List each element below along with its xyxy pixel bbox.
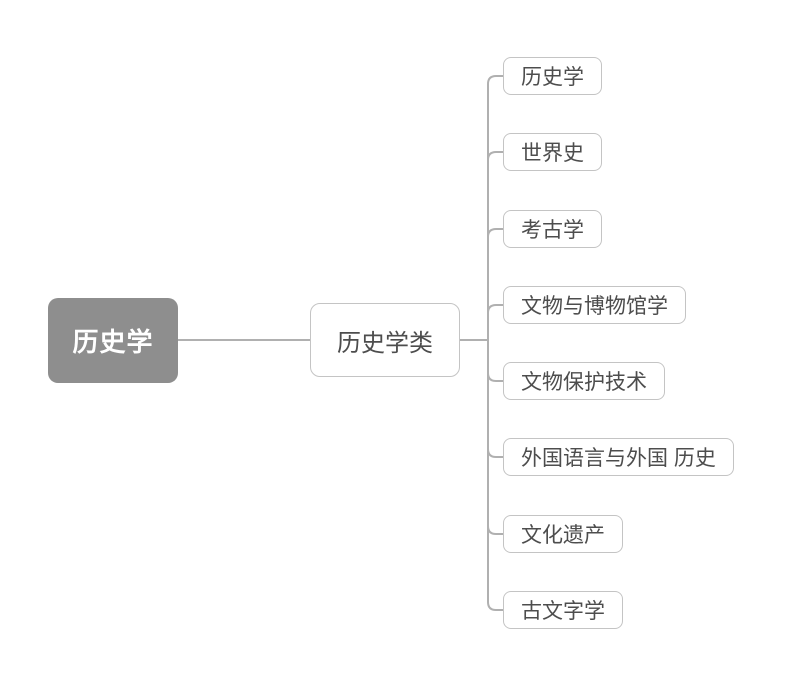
child-node: 文化遗产 <box>503 515 623 553</box>
branch-link <box>487 340 503 382</box>
child-node: 古文字学 <box>503 591 623 629</box>
branch-link <box>487 340 503 458</box>
child-node: 文物保护技术 <box>503 362 665 400</box>
root-node: 历史学 <box>48 298 178 383</box>
branch-link <box>487 340 503 611</box>
branch-link <box>487 340 503 535</box>
branch-link <box>487 228 503 340</box>
category-node: 历史学类 <box>310 303 460 377</box>
branch-link <box>487 75 503 340</box>
child-node: 外国语言与外国 历史 <box>503 438 734 476</box>
child-node: 考古学 <box>503 210 602 248</box>
child-node: 世界史 <box>503 133 602 171</box>
branch-link <box>487 151 503 340</box>
child-node: 文物与博物馆学 <box>503 286 686 324</box>
child-node: 历史学 <box>503 57 602 95</box>
branch-link <box>487 304 503 340</box>
